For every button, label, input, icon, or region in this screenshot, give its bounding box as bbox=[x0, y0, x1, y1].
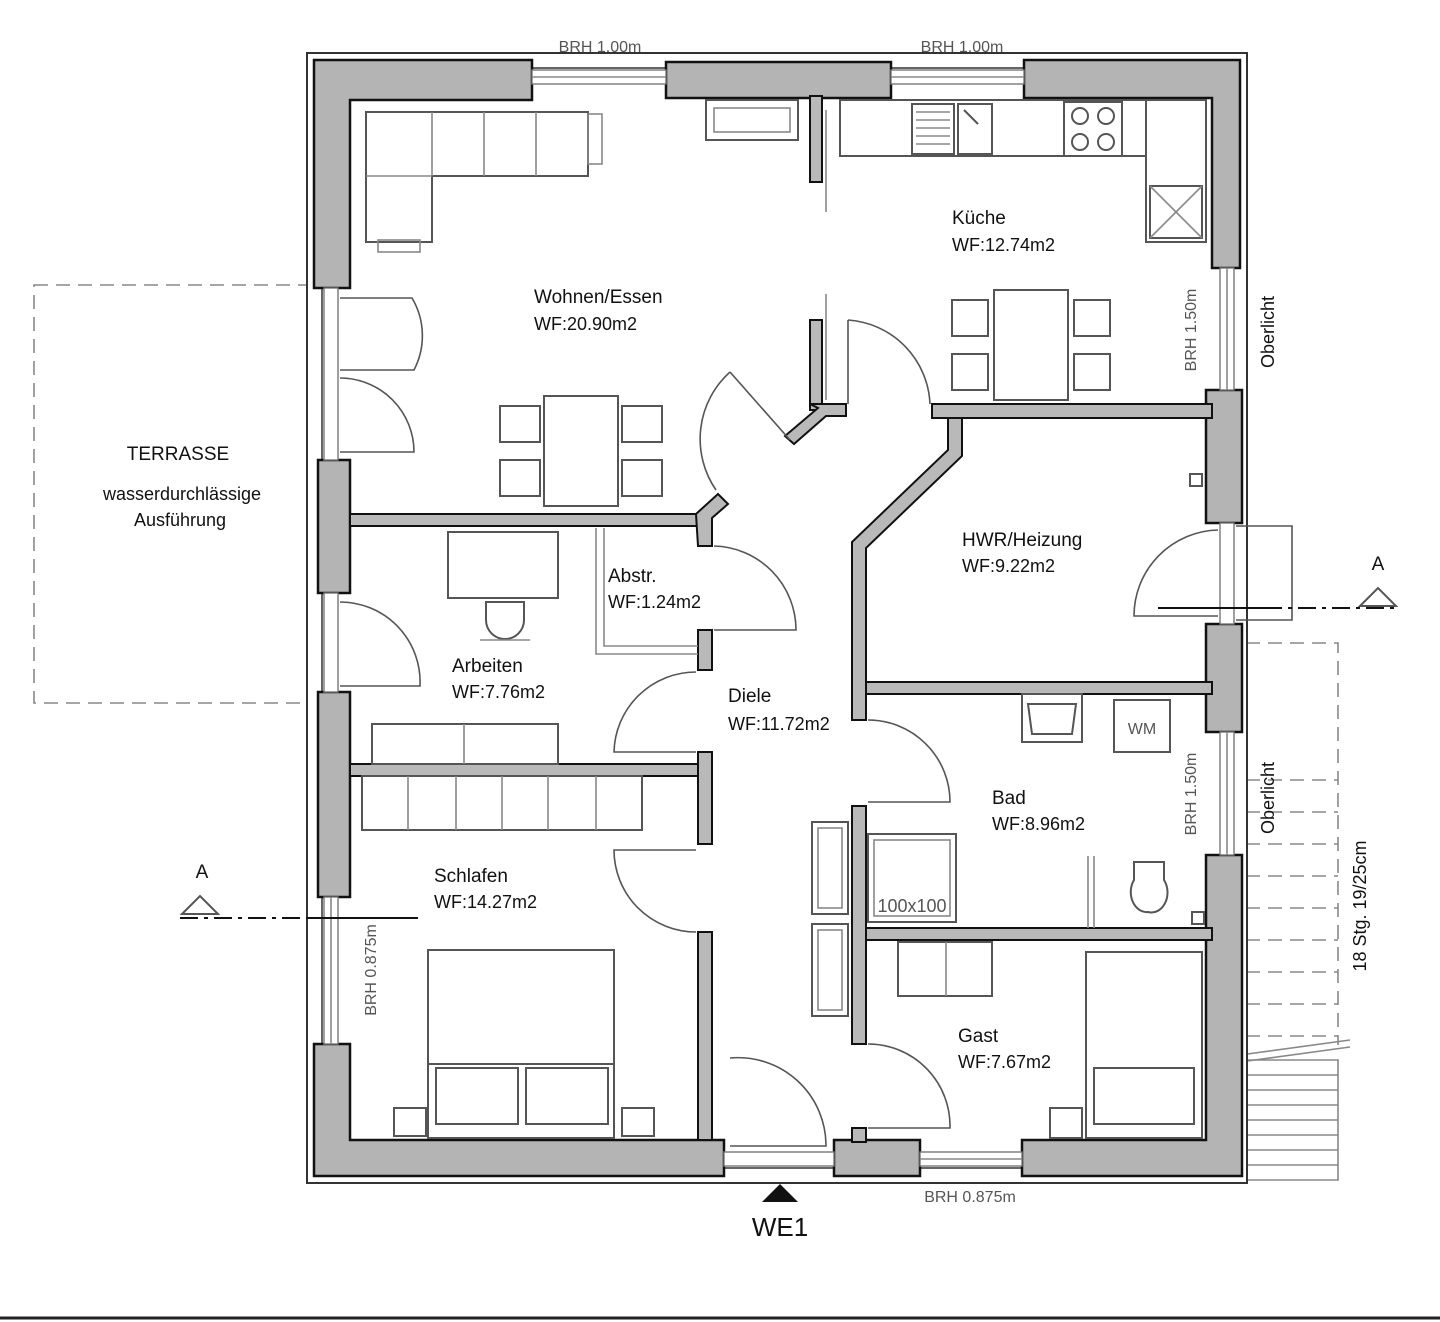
stairs bbox=[1239, 642, 1351, 1181]
entrance-arrow-icon bbox=[762, 1184, 798, 1202]
brh-label-left-lower: BRH 0.875m bbox=[363, 924, 380, 1016]
room-area-bad: WF:8.96m2 bbox=[992, 814, 1085, 834]
doors bbox=[339, 110, 1293, 1147]
room-area-diele: WF:11.72m2 bbox=[728, 714, 830, 734]
room-area-wohnen: WF:20.90m2 bbox=[534, 314, 637, 334]
interior-walls bbox=[349, 95, 1213, 1143]
brh-label-right-upper: BRH 1.50m bbox=[1183, 289, 1200, 372]
brh-label-top-left: BRH 1.00m bbox=[559, 39, 642, 56]
room-name-bad: Bad bbox=[992, 788, 1026, 809]
entrance-label: WE1 bbox=[752, 1212, 808, 1242]
brh-label-right-lower: BRH 1.50m bbox=[1183, 753, 1200, 836]
oberlicht-label-lower: Oberlicht bbox=[1258, 762, 1278, 834]
terrace-line-2: Ausführung bbox=[134, 510, 226, 530]
section-marker-right: A bbox=[1372, 554, 1385, 575]
windows bbox=[323, 69, 1235, 1167]
room-area-arbeiten: WF:7.76m2 bbox=[452, 682, 545, 702]
brh-label-bottom: BRH 0.875m bbox=[924, 1189, 1016, 1206]
room-name-arbeiten: Arbeiten bbox=[452, 656, 523, 677]
room-name-abstr: Abstr. bbox=[608, 566, 657, 587]
room-area-kueche: WF:12.74m2 bbox=[952, 235, 1055, 255]
terrace-line-1: wasserdurchlässige bbox=[102, 484, 261, 504]
room-area-hwr: WF:9.22m2 bbox=[962, 556, 1055, 576]
room-name-wohnen: Wohnen/Essen bbox=[534, 287, 663, 308]
section-marker-left: A bbox=[196, 862, 209, 883]
stairs-label: 18 Stg. 19/25cm bbox=[1350, 840, 1370, 971]
room-name-gast: Gast bbox=[958, 1026, 999, 1047]
terrace-title: TERRASSE bbox=[127, 444, 229, 465]
room-name-schlafen: Schlafen bbox=[434, 866, 508, 887]
outer-wall bbox=[306, 52, 1248, 1184]
room-area-gast: WF:7.67m2 bbox=[958, 1052, 1051, 1072]
washer-label: WM bbox=[1128, 721, 1156, 738]
room-area-schlafen: WF:14.27m2 bbox=[434, 892, 537, 912]
section-line bbox=[179, 586, 1399, 919]
room-name-hwr: HWR/Heizung bbox=[962, 530, 1082, 551]
room-name-diele: Diele bbox=[728, 686, 771, 707]
room-name-kueche: Küche bbox=[952, 208, 1006, 229]
brh-label-top-right: BRH 1.00m bbox=[921, 39, 1004, 56]
oberlicht-label-upper: Oberlicht bbox=[1258, 296, 1278, 368]
furniture bbox=[361, 99, 1207, 1139]
shower-label: 100x100 bbox=[877, 896, 946, 916]
room-area-abstr: WF:1.24m2 bbox=[608, 592, 701, 612]
